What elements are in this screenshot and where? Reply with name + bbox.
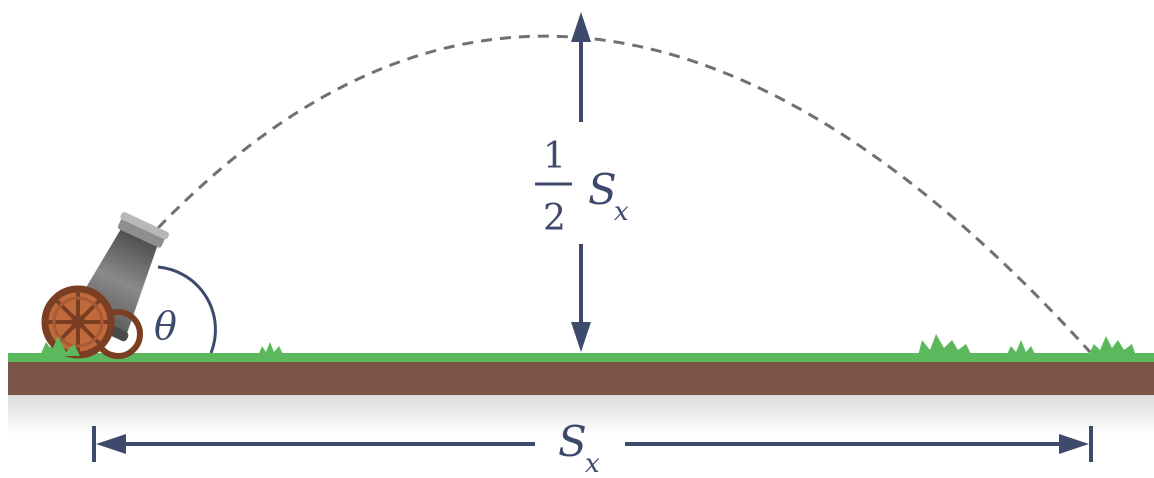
height-label-numerator: 1 bbox=[543, 136, 566, 177]
trajectory-path bbox=[156, 34, 1092, 354]
angle-arc bbox=[157, 265, 217, 354]
cannon-icon bbox=[40, 212, 169, 359]
height-label-denominator: 2 bbox=[543, 198, 566, 239]
range-label-symbol: S bbox=[558, 417, 587, 466]
height-arrow bbox=[571, 12, 591, 352]
range-arrow bbox=[92, 426, 1093, 462]
range-label-subscript: x bbox=[585, 449, 600, 478]
height-label-symbol: S bbox=[588, 165, 617, 214]
height-label: 1 2 S x bbox=[535, 136, 629, 239]
range-label: S x bbox=[558, 417, 600, 478]
ground-shadow bbox=[8, 394, 1154, 436]
angle-label: θ bbox=[154, 304, 177, 348]
height-label-subscript: x bbox=[614, 197, 629, 227]
grass-strip bbox=[8, 353, 1154, 362]
soil-strip bbox=[8, 361, 1154, 395]
